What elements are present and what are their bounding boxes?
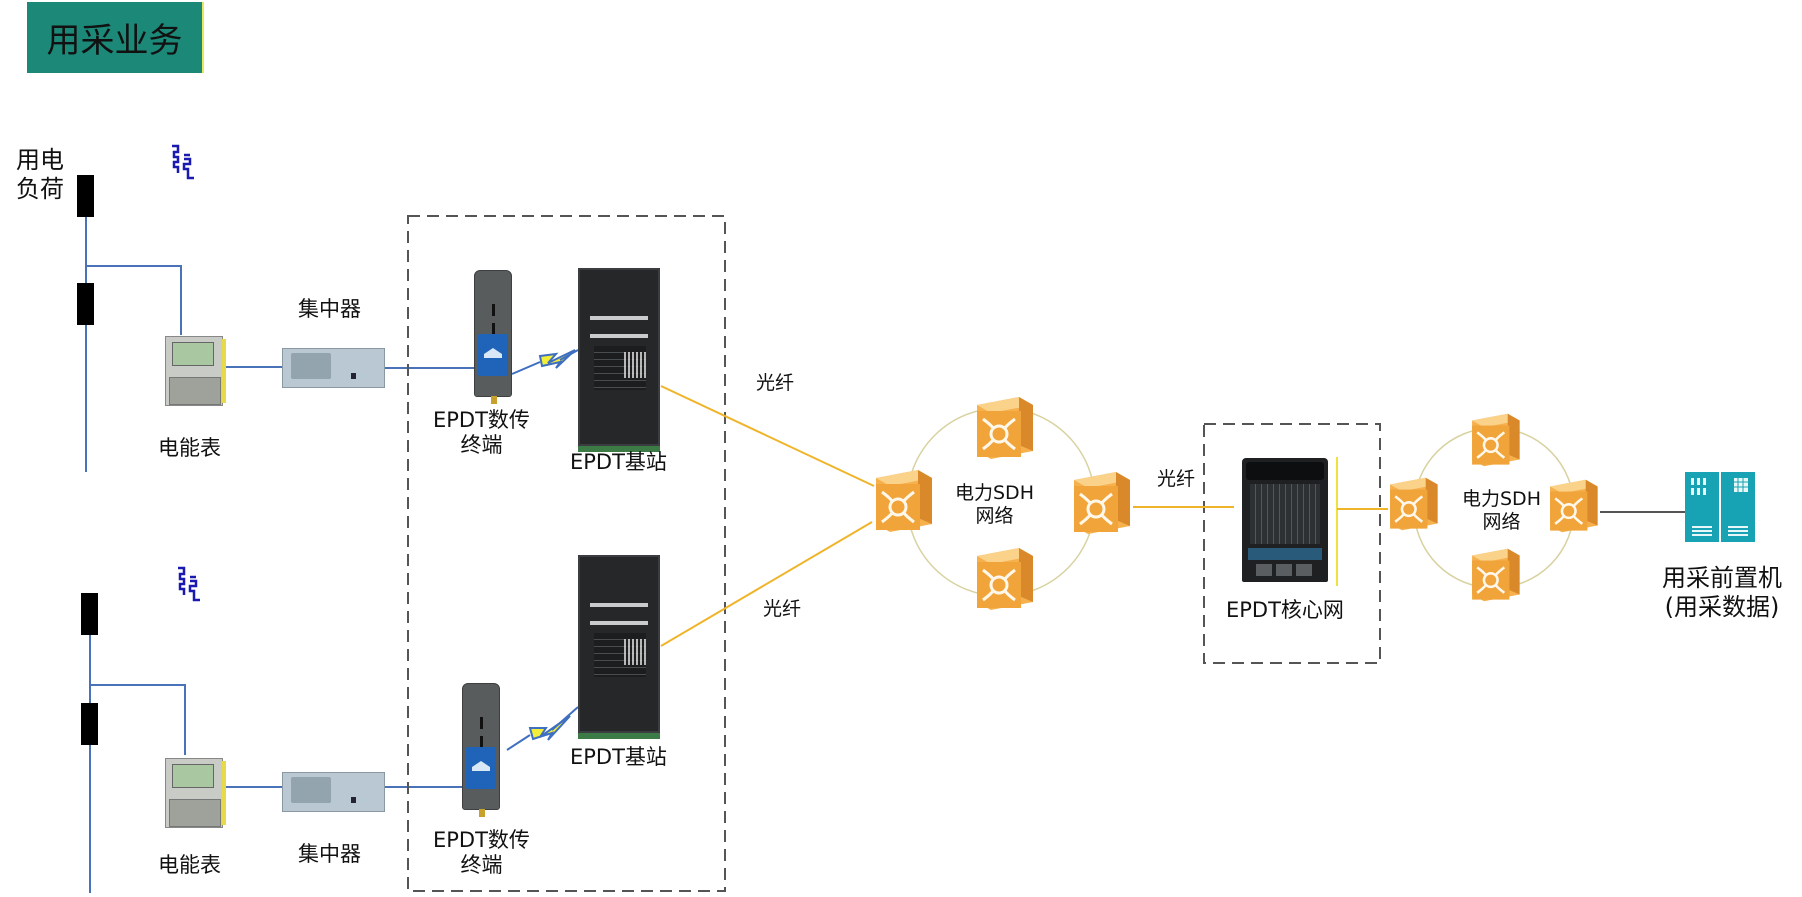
sdh-switch-icon [1467, 410, 1523, 470]
antenna-icon [491, 396, 497, 404]
fiber-label-core: 光纤 [1157, 468, 1196, 490]
meter-label-top: 电能表 [158, 436, 221, 460]
sdh-switch-icon [971, 395, 1037, 461]
fiber-label-top: 光纤 [756, 372, 795, 394]
transformer-icon [178, 566, 200, 602]
fiber-label-bottom: 光纤 [763, 598, 802, 620]
meter-panel [169, 377, 221, 405]
lightning-icon-top [511, 349, 579, 375]
base-station-label-bottom: EPDT基站 [570, 745, 667, 769]
power-line-top-branch [86, 265, 182, 335]
electric-meter-bottom[interactable] [165, 758, 226, 828]
lightning-icon-bottom [506, 706, 579, 751]
sdh-switch-icon [1068, 470, 1134, 536]
server-cabinet-icon[interactable] [1685, 472, 1755, 542]
terminal-label-top: EPDT数传 终端 [433, 408, 530, 458]
sdh-switch-icon [1467, 545, 1523, 605]
sdh-network-label-left: 电力SDH 网络 [955, 482, 1034, 527]
epdt-data-terminal-top[interactable] [474, 270, 512, 404]
antenna-icon [479, 809, 485, 817]
core-network-dashed-box [1203, 423, 1381, 664]
transformer-icon [172, 144, 194, 180]
breaker-top-lower [77, 283, 94, 325]
concentrator-bottom[interactable] [282, 772, 385, 812]
front-end-server-label: 用采前置机 (用采数据) [1662, 564, 1782, 621]
load-label: 用电 负荷 [16, 146, 64, 203]
concentrator-label-bottom: 集中器 [298, 842, 361, 866]
epdt-data-terminal-bottom[interactable] [462, 683, 500, 817]
meter-panel [169, 799, 221, 827]
breaker-bottom-upper [81, 593, 98, 635]
sdh-switch-icon [971, 546, 1037, 612]
sdh-network-label-right: 电力SDH 网络 [1462, 488, 1541, 533]
fiber-line-bottom [660, 521, 873, 647]
breaker-top-upper [77, 175, 94, 217]
base-station-label-top: EPDT基站 [570, 450, 667, 474]
meter-label-bottom: 电能表 [158, 853, 221, 877]
page-title: 用采业务 [27, 2, 204, 73]
meter-screen [172, 764, 214, 788]
breaker-bottom-lower [81, 703, 98, 745]
fiber-line-top [660, 385, 875, 487]
sdh-switch-icon [1545, 476, 1601, 536]
epdt-base-station-top[interactable] [578, 268, 660, 452]
electric-meter-top[interactable] [165, 336, 226, 406]
sdh-switch-icon [870, 468, 936, 534]
concentrator-top[interactable] [282, 348, 385, 388]
page-title-text: 用采业务 [46, 21, 183, 61]
epdt-base-station-bottom[interactable] [578, 555, 660, 739]
terminal-label-bottom: EPDT数传 终端 [433, 828, 530, 878]
core-network-label: EPDT核心网 [1226, 598, 1344, 622]
epdt-core-network-device[interactable] [1242, 458, 1328, 582]
power-line-bottom-branch [90, 684, 186, 755]
sdh-switch-icon [1385, 474, 1441, 534]
concentrator-label-top: 集中器 [298, 297, 361, 321]
access-network-dashed-box [407, 215, 726, 892]
meter-screen [172, 342, 214, 366]
